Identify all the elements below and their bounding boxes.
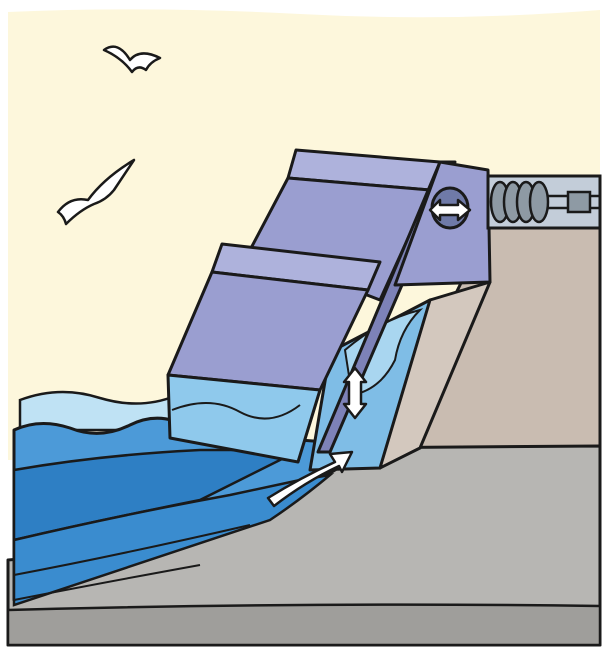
spring-mechanism xyxy=(488,176,600,228)
piston-block xyxy=(568,192,590,212)
ground-edge-band xyxy=(8,605,600,645)
